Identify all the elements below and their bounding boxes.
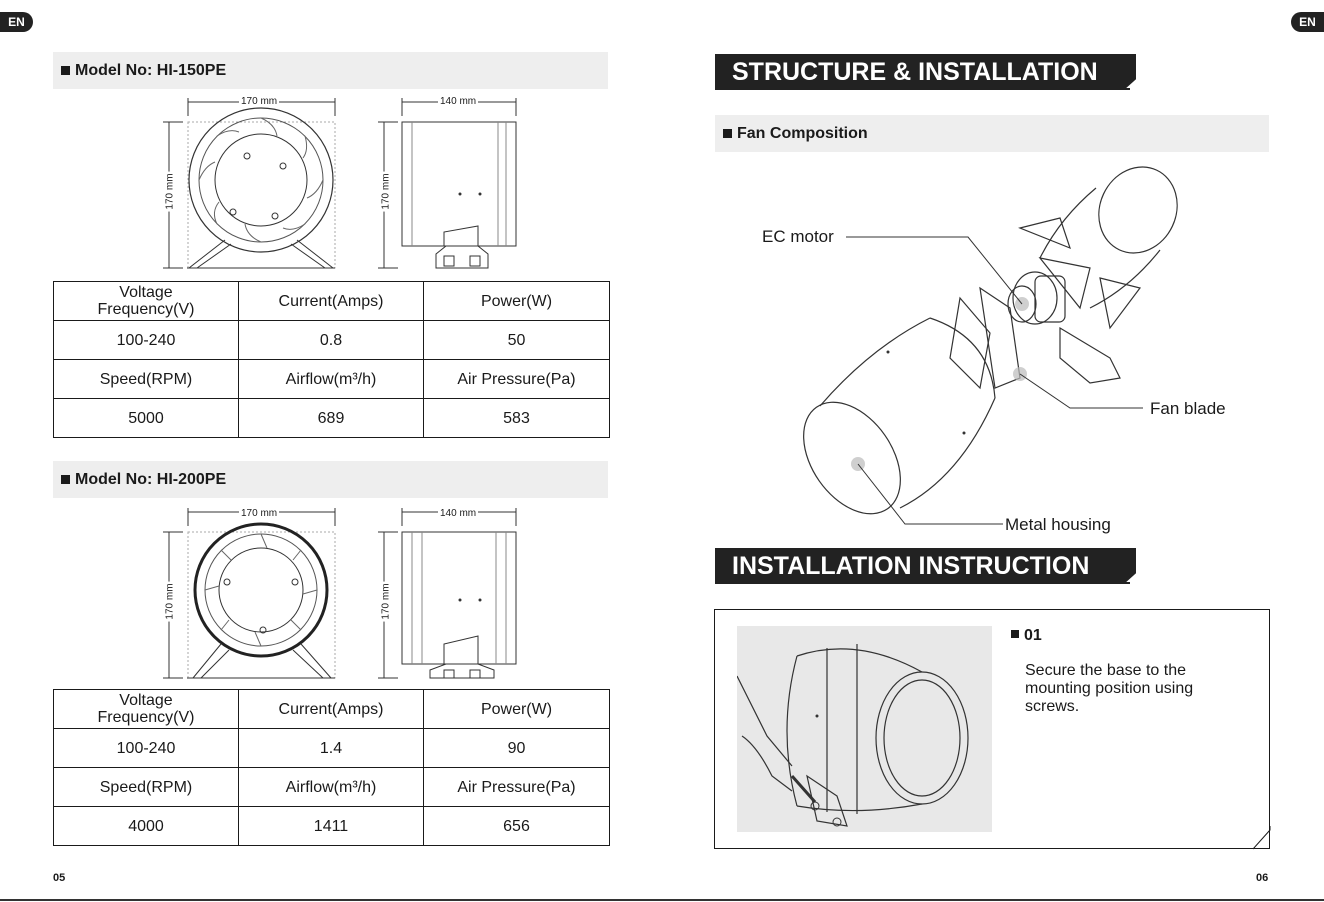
table-header-cell: Airflow(m³/h) (238, 359, 424, 399)
table-cell: 100-240 (53, 728, 239, 768)
table-cell: 0.8 (238, 320, 424, 360)
bottom-rule (0, 899, 1324, 901)
table-header-cell: Air Pressure(Pa) (423, 767, 610, 807)
step-01-text: Secure the base to the mounting position… (1025, 662, 1194, 715)
table-cell: 1411 (238, 806, 424, 846)
model-2-side-view-drawing (378, 508, 517, 679)
table-cell: 90 (423, 728, 610, 768)
model-2-front-width-label: 170 mm (239, 508, 280, 519)
model-1-spec-table: Voltage Frequency(V) Current(Amps) Power… (53, 281, 610, 438)
bullet-square-icon (61, 66, 70, 75)
table-header-cell: Current(Amps) (238, 689, 424, 729)
model-1-side-view-drawing (378, 98, 517, 269)
table-cell: 50 (423, 320, 610, 360)
model-1-front-view-drawing (163, 98, 336, 269)
table-header-cell: Voltage Frequency(V) (53, 689, 239, 729)
table-cell: 689 (238, 398, 424, 438)
table-header-cell: Speed(RPM) (53, 359, 239, 399)
table-header-cell: Current(Amps) (238, 281, 424, 321)
step-01-illustration-frame (737, 626, 992, 832)
table-header-cell: Speed(RPM) (53, 767, 239, 807)
model-1-front-height-label: 170 mm (164, 171, 176, 212)
table-row: 100-240 1.4 90 (53, 728, 610, 768)
step-01-heading: 01 (1011, 627, 1042, 645)
table-cell: 4000 (53, 806, 239, 846)
table-header-cell: Voltage Frequency(V) (53, 281, 239, 321)
callout-ec-motor: EC motor (762, 227, 834, 246)
model-1-side-width-label: 140 mm (438, 96, 479, 107)
table-cell: 656 (423, 806, 610, 846)
model-2-side-width-label: 140 mm (438, 508, 479, 519)
table-row: Speed(RPM) Airflow(m³/h) Air Pressure(Pa… (53, 767, 610, 807)
fan-composition-header: Fan Composition (715, 115, 1269, 152)
step-01-box: 01 Secure the base to the mounting posit… (714, 609, 1271, 850)
model-1-side-height-label: 170 mm (380, 171, 392, 212)
model-2-front-view-drawing (163, 508, 336, 679)
model-1-header: Model No: HI-150PE (53, 52, 608, 89)
fan-composition-title: Fan Composition (737, 125, 868, 142)
callout-fan-blade: Fan blade (1150, 399, 1226, 418)
language-badge-left: EN (0, 12, 33, 32)
table-row: 100-240 0.8 50 (53, 320, 610, 360)
table-cell: 583 (423, 398, 610, 438)
bullet-square-icon (1011, 630, 1019, 638)
step-01-illustration (737, 644, 969, 827)
table-header-cell: Power(W) (423, 281, 610, 321)
banner-underline (715, 88, 1130, 90)
model-2-front-height-label: 170 mm (164, 581, 176, 622)
language-badge-right: EN (1291, 12, 1324, 32)
bullet-square-icon (61, 475, 70, 484)
bullet-square-icon (723, 129, 732, 138)
model-1-front-width-label: 170 mm (239, 96, 280, 107)
table-row: 5000 689 583 (53, 398, 610, 438)
table-header-cell: Airflow(m³/h) (238, 767, 424, 807)
model-2-title: Model No: HI-200PE (75, 471, 227, 488)
table-row: 4000 1411 656 (53, 806, 610, 846)
fan-exploded-view-illustration (803, 166, 1178, 525)
structure-banner: STRUCTURE & INSTALLATION (715, 54, 1136, 90)
table-cell: 5000 (53, 398, 239, 438)
table-cell: 100-240 (53, 320, 239, 360)
installation-banner: INSTALLATION INSTRUCTION (715, 548, 1136, 584)
step-number: 01 (1024, 627, 1042, 644)
table-row: Speed(RPM) Airflow(m³/h) Air Pressure(Pa… (53, 359, 610, 399)
callout-metal-housing: Metal housing (1005, 515, 1111, 534)
table-header-cell: Air Pressure(Pa) (423, 359, 610, 399)
model-1-title: Model No: HI-150PE (75, 62, 227, 79)
table-row: Voltage Frequency(V) Current(Amps) Power… (53, 281, 610, 321)
model-2-side-height-label: 170 mm (380, 581, 392, 622)
corner-cut-decoration (1253, 826, 1271, 850)
table-cell: 1.4 (238, 728, 424, 768)
page-number-right: 06 (1256, 872, 1269, 884)
table-header-cell: Power(W) (423, 689, 610, 729)
page-number-left: 05 (53, 872, 66, 884)
table-row: Voltage Frequency(V) Current(Amps) Power… (53, 689, 610, 729)
model-2-spec-table: Voltage Frequency(V) Current(Amps) Power… (53, 689, 610, 846)
banner-underline (715, 582, 1130, 584)
model-2-header: Model No: HI-200PE (53, 461, 608, 498)
